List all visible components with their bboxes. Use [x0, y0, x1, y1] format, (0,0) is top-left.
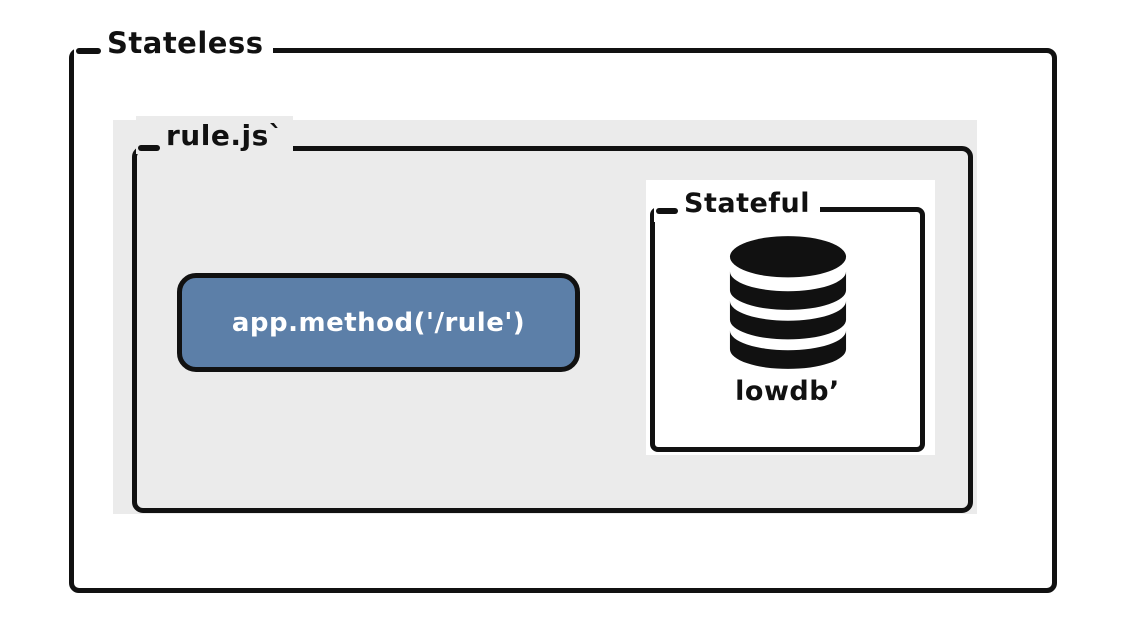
rule-label-text: rule.js`	[166, 118, 284, 152]
app-method-label: app.method('/rule')	[231, 307, 526, 338]
stateful-box-label: Stateful	[654, 184, 821, 222]
stateless-box-label: Stateless	[74, 24, 274, 62]
rule-box	[132, 146, 973, 513]
stateful-box-content: lowdb’	[650, 207, 925, 452]
app-method-block: app.method('/rule')	[177, 273, 580, 372]
stateless-box	[69, 48, 1057, 593]
label-tick	[138, 145, 160, 151]
stateless-label-text: Stateless	[107, 26, 264, 60]
database-icon	[729, 236, 846, 369]
stateful-box-fill	[646, 180, 935, 455]
stateful-label-text: Stateful	[684, 187, 811, 219]
label-tick	[76, 48, 101, 54]
rule-box-label: rule.js`	[136, 116, 294, 154]
db-label: lowdb’	[735, 376, 840, 407]
label-tick	[656, 208, 678, 214]
